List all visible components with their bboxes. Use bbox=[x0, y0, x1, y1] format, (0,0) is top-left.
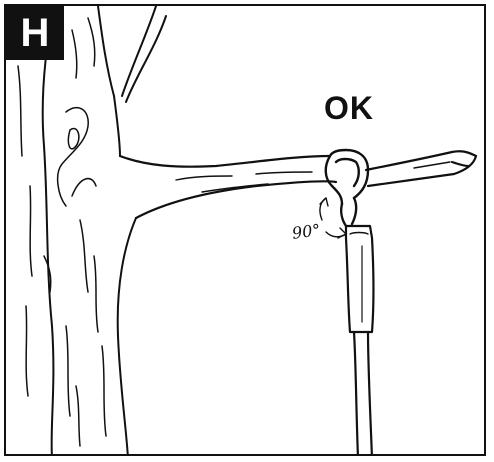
strap-clip bbox=[344, 224, 375, 334]
hanging-strap bbox=[352, 330, 373, 454]
panel-letter-badge: H bbox=[6, 6, 64, 60]
tree-branch bbox=[118, 150, 478, 220]
illustration-frame: H OK 90° bbox=[4, 4, 486, 456]
tree-branch-drawing bbox=[17, 6, 478, 454]
tree-trunk bbox=[41, 6, 167, 454]
ok-label: OK bbox=[324, 90, 374, 126]
strap-loop bbox=[324, 148, 370, 228]
angle-label: 90° bbox=[290, 220, 322, 243]
bark-texture bbox=[17, 17, 107, 447]
